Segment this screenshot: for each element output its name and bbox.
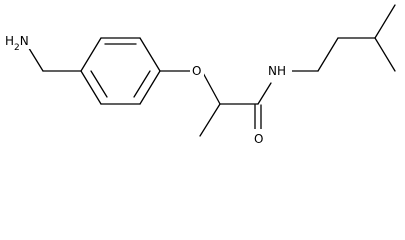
chemical-structure: H2N O NH O xyxy=(4,4,396,147)
benzene-inner-double-2 xyxy=(133,70,151,98)
amide-nitrogen-mask xyxy=(268,61,292,79)
carbonyl-oxygen-label: O xyxy=(254,132,263,146)
bond-chain-branch-up xyxy=(374,4,396,39)
amine-hydrogen-label: H xyxy=(5,34,14,48)
benzene-bond-6 xyxy=(80,70,102,105)
bond-amine-methylene xyxy=(26,44,44,72)
amide-nitrogen-label: NH xyxy=(268,64,286,78)
bond-carbonyl-amide-nitrogen xyxy=(257,82,272,105)
benzene-bond-3 xyxy=(139,37,161,72)
carbonyl-oxygen-mask xyxy=(252,129,266,147)
bond-layer xyxy=(26,4,396,137)
bond-chain-1 xyxy=(317,37,339,72)
ether-oxygen-label: O xyxy=(192,64,201,78)
amine-subscript-label: 2 xyxy=(14,43,20,53)
bond-alpha-carbon-methyl xyxy=(199,103,221,137)
amine-label-mask xyxy=(4,31,34,49)
amine-nitrogen-label: N xyxy=(20,34,29,48)
ether-oxygen-mask xyxy=(190,61,204,79)
amine-label: H2N xyxy=(5,34,29,53)
benzene-bond-1 xyxy=(80,37,102,72)
bond-chain-branch-down xyxy=(374,37,396,72)
benzene-bond-4 xyxy=(139,70,161,105)
bond-ether-oxygen-alpha-carbon xyxy=(201,70,221,105)
benzene-inner-double-3 xyxy=(90,70,108,98)
atom-label-layer: H2N O NH O xyxy=(4,31,292,147)
